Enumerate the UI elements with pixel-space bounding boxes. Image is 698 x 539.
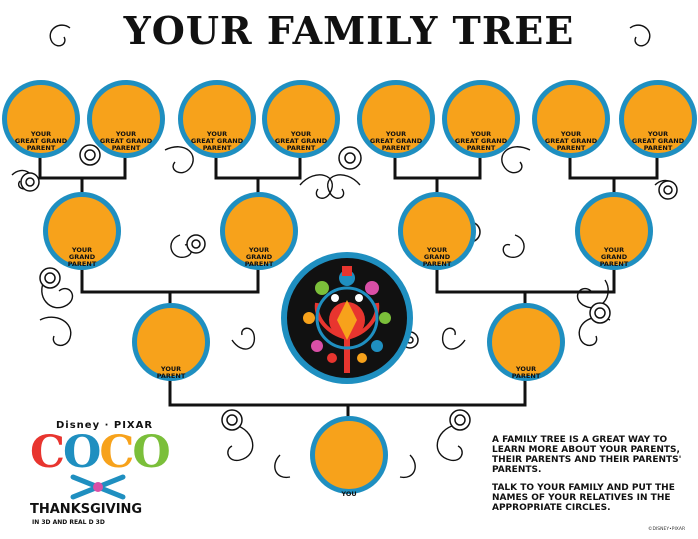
coco-movie-logo: Disney · PIXAR COCO THANKSGIVING IN 3D A… xyxy=(30,420,171,535)
page-title: YOUR FAMILY TREE xyxy=(123,8,575,53)
great-grand-parent-circle-5[interactable]: YOUR GREAT GRAND PARENT xyxy=(357,80,435,158)
label-your: YOUR xyxy=(160,365,182,373)
info-text-block: A FAMILY TREE IS A GREAT WAY TO LEARN MO… xyxy=(492,435,692,521)
great-grand-parent-circle-3[interactable]: YOUR GREAT GRAND PARENT xyxy=(178,80,256,158)
coco-letter-2: O xyxy=(63,427,101,478)
skeleton-tree-illustration xyxy=(303,266,391,373)
parent-circle-2[interactable]: YOUR PARENT xyxy=(487,303,565,381)
label-great-grand: GREAT GRAND xyxy=(544,137,598,145)
label-your: YOUR xyxy=(560,130,582,138)
label-parent: PARENT xyxy=(67,260,97,268)
crossed-guitar-bones-icon xyxy=(70,474,126,500)
great-grand-parent-circle-2[interactable]: YOUR GREAT GRAND PARENT xyxy=(87,80,165,158)
label-parent: PARENT xyxy=(381,144,411,152)
label-your: YOUR xyxy=(115,130,137,138)
grand-parent-circle-4[interactable]: YOUR GRAND PARENT xyxy=(575,192,653,270)
label-you: YOU xyxy=(341,490,357,498)
label-grand: GRAND xyxy=(245,253,273,261)
label-grand: GRAND xyxy=(68,253,96,261)
great-grand-parent-circle-7[interactable]: YOUR GREAT GRAND PARENT xyxy=(532,80,610,158)
coco-letter-1: C xyxy=(30,427,65,478)
coco-letter-3: C xyxy=(99,427,134,478)
great-grand-parent-circle-1[interactable]: YOUR GREAT GRAND PARENT xyxy=(2,80,80,158)
grand-parent-circle-3[interactable]: YOUR GRAND PARENT xyxy=(398,192,476,270)
label-your: YOUR xyxy=(248,246,270,254)
great-grand-parent-circle-8[interactable]: YOUR GREAT GRAND PARENT xyxy=(619,80,697,158)
label-parent: PARENT xyxy=(511,372,541,380)
label-great-grand: GREAT GRAND xyxy=(369,137,423,145)
info-paragraph-1: A FAMILY TREE IS A GREAT WAY TO LEARN MO… xyxy=(492,435,682,475)
parent-circle-1[interactable]: YOUR PARENT xyxy=(132,303,210,381)
label-great-grand: GREAT GRAND xyxy=(14,137,68,145)
label-parent: PARENT xyxy=(556,144,586,152)
label-great-grand: GREAT GRAND xyxy=(99,137,153,145)
disney-pixar-wordmark: Disney · PIXAR xyxy=(56,420,154,431)
center-skeleton-tree-artwork xyxy=(281,252,413,384)
info-paragraph-2: TALK TO YOUR FAMILY AND PUT THE NAMES OF… xyxy=(492,483,675,513)
grand-parent-circle-2[interactable]: YOUR GRAND PARENT xyxy=(220,192,298,270)
label-great-grand: GREAT GRAND xyxy=(190,137,244,145)
great-grand-parent-circle-6[interactable]: YOUR GREAT GRAND PARENT xyxy=(442,80,520,158)
label-parent: PARENT xyxy=(111,144,141,152)
label-your: YOUR xyxy=(71,246,93,254)
label-your: YOUR xyxy=(470,130,492,138)
label-your: YOUR xyxy=(385,130,407,138)
grand-parent-circle-1[interactable]: YOUR GRAND PARENT xyxy=(43,192,121,270)
label-parent: PARENT xyxy=(244,260,274,268)
coco-letter-4: O xyxy=(132,427,170,478)
label-your: YOUR xyxy=(290,130,312,138)
label-parent: PARENT xyxy=(202,144,232,152)
label-your: YOUR xyxy=(426,246,448,254)
label-parent: PARENT xyxy=(599,260,629,268)
label-parent: PARENT xyxy=(286,144,316,152)
label-parent: PARENT xyxy=(156,372,186,380)
decorative-swirls xyxy=(11,24,676,479)
label-your: YOUR xyxy=(603,246,625,254)
label-parent: PARENT xyxy=(26,144,56,152)
label-your: YOUR xyxy=(206,130,228,138)
label-great-grand: GREAT GRAND xyxy=(631,137,685,145)
copyright-text: ©DISNEY•PIXAR xyxy=(648,527,686,532)
great-grand-parent-circle-4[interactable]: YOUR GREAT GRAND PARENT xyxy=(262,80,340,158)
label-your: YOUR xyxy=(30,130,52,138)
format-text: IN 3D AND REAL D 3D xyxy=(32,519,105,526)
you-circle[interactable]: YOU xyxy=(310,416,388,498)
label-great-grand: GREAT GRAND xyxy=(274,137,328,145)
label-grand: GRAND xyxy=(423,253,451,261)
rose-ornaments xyxy=(20,144,678,431)
label-great-grand: GREAT GRAND xyxy=(454,137,508,145)
label-parent: PARENT xyxy=(422,260,452,268)
label-grand: GRAND xyxy=(600,253,628,261)
label-parent: PARENT xyxy=(466,144,496,152)
label-your: YOUR xyxy=(515,365,537,373)
label-parent: PARENT xyxy=(643,144,673,152)
release-date-text: THANKSGIVING xyxy=(30,502,143,517)
coco-title: COCO xyxy=(30,427,171,478)
label-your: YOUR xyxy=(647,130,669,138)
